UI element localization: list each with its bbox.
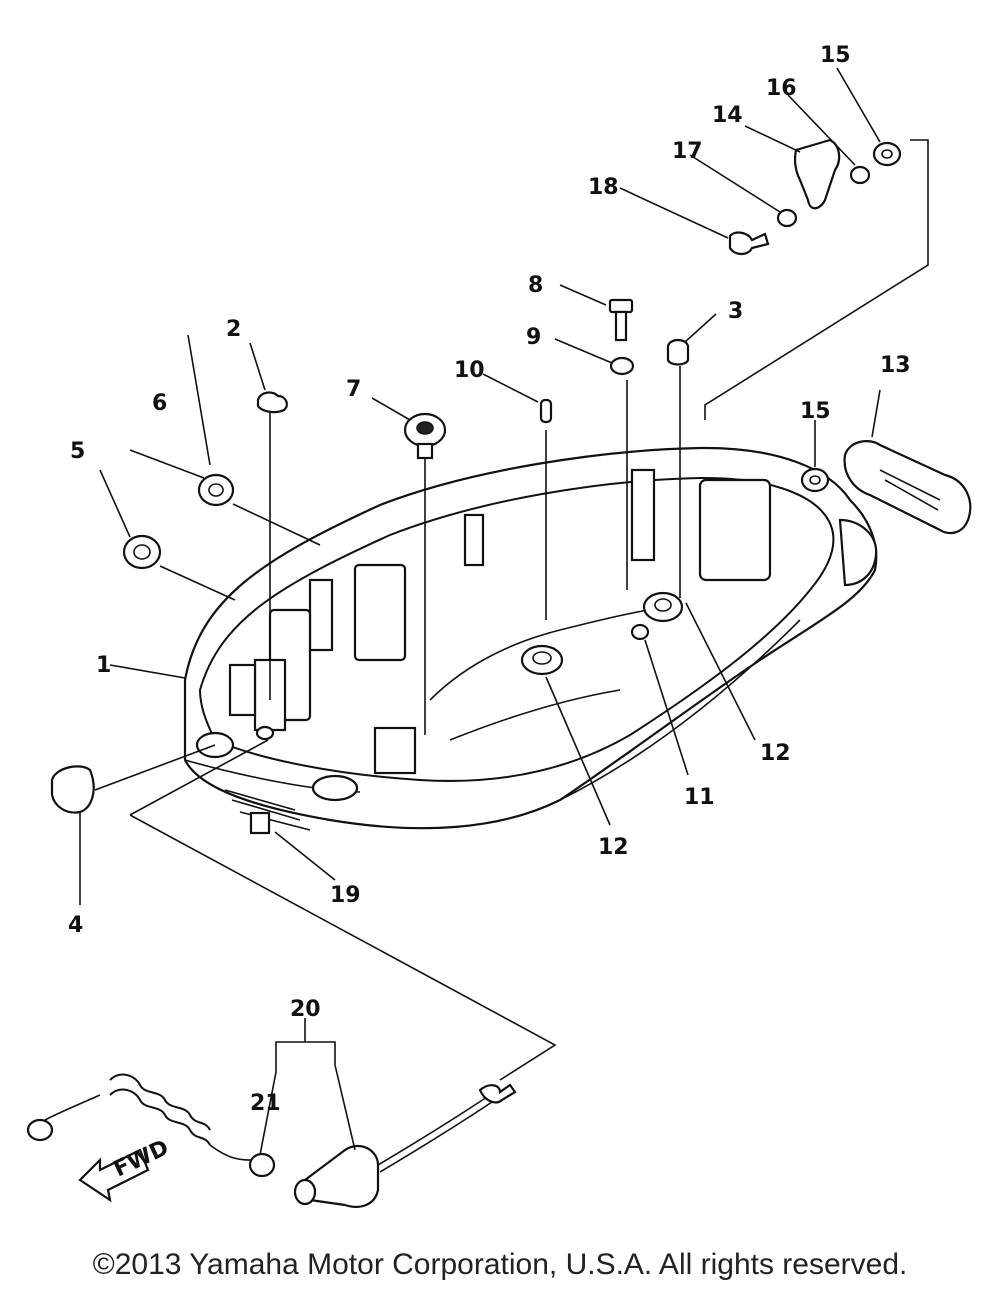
callout-12b: 12 [760, 741, 791, 766]
part-5-knob [122, 534, 236, 601]
part-19-clip [249, 811, 271, 835]
callout-12a: 12 [598, 835, 629, 860]
part-3-plug [666, 338, 690, 598]
callout-16: 16 [766, 76, 797, 101]
leader-lines [79, 67, 929, 1156]
part-6-knob [197, 473, 321, 546]
part-15-nut-lower [800, 467, 830, 493]
part-9-washer [609, 356, 635, 590]
callout-labels: 1 2 3 4 5 6 7 8 9 10 11 12 12 13 14 15 1… [68, 43, 911, 1116]
part-18-screw [728, 231, 770, 256]
callout-2: 2 [226, 317, 241, 342]
callout-8: 8 [528, 273, 543, 298]
fwd-arrow: FWD [78, 1135, 173, 1203]
part-2-clip [256, 391, 288, 700]
fwd-label: FWD [110, 1135, 173, 1182]
callout-7: 7 [346, 377, 361, 402]
part-15-nut-upper [872, 141, 902, 167]
copyright-notice: ©2013 Yamaha Motor Corporation, U.S.A. A… [92, 1248, 908, 1281]
part-16-washer [849, 165, 871, 185]
callout-20: 20 [290, 997, 321, 1022]
part-20-stop-switch [293, 1083, 517, 1208]
part-10-pin [539, 398, 553, 620]
callout-4: 4 [68, 913, 83, 938]
part-13-handle [843, 440, 972, 535]
callout-19: 19 [330, 883, 361, 908]
part-14-bracket [793, 138, 841, 210]
part-17-washer [776, 208, 798, 228]
callout-5: 5 [70, 439, 85, 464]
callout-13: 13 [880, 353, 911, 378]
callout-14: 14 [712, 103, 743, 128]
part-8-bolt [608, 298, 634, 342]
callout-18: 18 [588, 175, 619, 200]
callout-1: 1 [96, 653, 111, 678]
callout-17: 17 [672, 139, 703, 164]
callout-11: 11 [684, 785, 715, 810]
callout-15b: 15 [800, 399, 831, 424]
bottom-cowling [183, 446, 878, 831]
callout-6: 6 [152, 391, 167, 416]
callout-15a: 15 [820, 43, 851, 68]
callout-9: 9 [526, 325, 541, 350]
callout-21: 21 [250, 1091, 281, 1116]
callout-10: 10 [454, 358, 485, 383]
part-7-grommet [403, 412, 447, 735]
callout-3: 3 [728, 299, 743, 324]
part-21-lanyard [26, 1073, 276, 1178]
part-4-cap [50, 744, 216, 814]
